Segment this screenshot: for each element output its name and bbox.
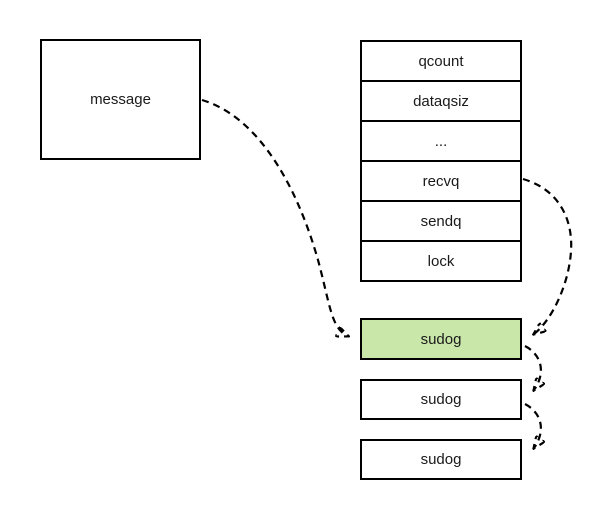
arrow-message-to-sudog [201, 98, 348, 336]
sudog-node: sudog [360, 379, 522, 420]
arrow-sudog1-to-sudog2 [525, 345, 541, 390]
sudog-node-highlighted: sudog [360, 318, 522, 360]
struct-field-label: dataqsiz [413, 92, 469, 110]
struct-field-ellipsis: ... [362, 120, 520, 160]
sudog-node: sudog [360, 439, 522, 480]
sudog-node-label: sudog [420, 391, 462, 408]
struct-field-lock: lock [362, 240, 520, 280]
arrow-recvq-to-sudog [523, 177, 573, 334]
struct-field-label: lock [427, 252, 455, 270]
struct-field-dataqsiz: dataqsiz [362, 80, 520, 120]
struct-field-label: recvq [422, 172, 460, 190]
struct-field-qcount: qcount [362, 42, 520, 80]
struct-field-sendq: sendq [362, 200, 520, 240]
message-box: message [40, 39, 201, 160]
struct-field-recvq: recvq [362, 160, 520, 200]
struct-field-label: qcount [418, 52, 464, 70]
arrow-sudog2-to-sudog3 [525, 403, 541, 448]
struct-field-label: ... [434, 132, 448, 150]
sudog-node-label: sudog [420, 451, 462, 468]
struct-field-label: sendq [420, 212, 462, 230]
message-box-label: message [90, 91, 151, 108]
channel-struct-box: qcount dataqsiz ... recvq sendq lock [360, 40, 522, 282]
sudog-node-label: sudog [420, 330, 462, 348]
